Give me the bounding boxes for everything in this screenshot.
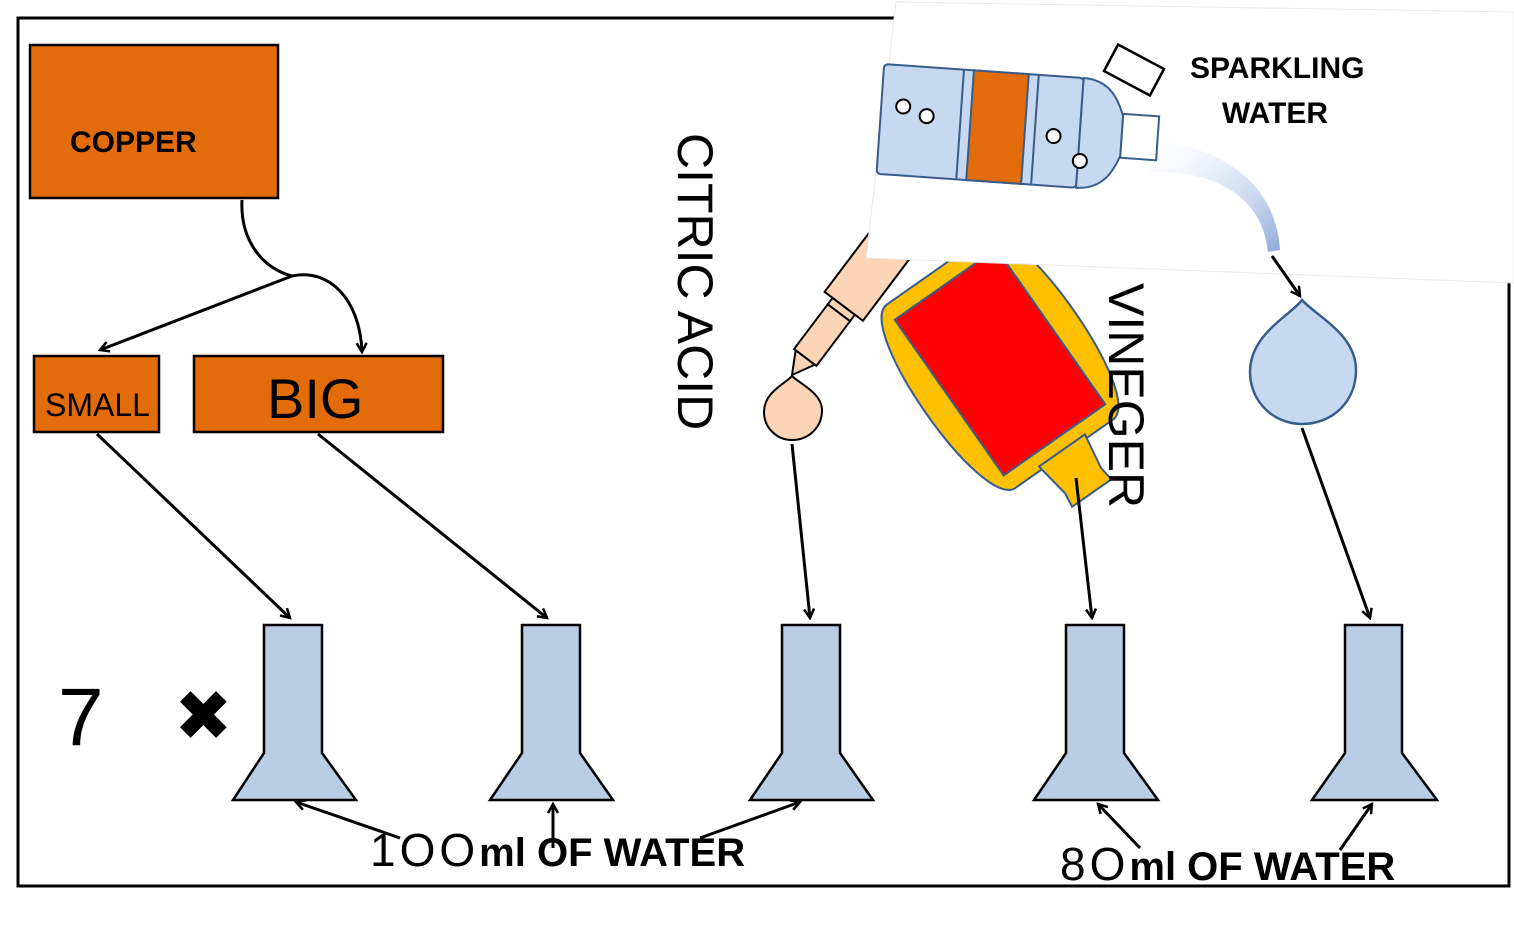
small-label: SMALL	[45, 387, 150, 423]
sparkling-water-drop	[1248, 298, 1358, 426]
arrow-100ml-to-flask-3	[699, 802, 800, 840]
flask-5	[1309, 623, 1440, 802]
sparkling-spray	[1150, 140, 1280, 252]
big-box: BIG	[192, 354, 445, 434]
arrow-80ml-to-flask-5	[1338, 804, 1372, 851]
arrow-drop-to-flask-5	[1300, 427, 1370, 618]
citric-acid-drop	[762, 374, 824, 442]
flask-2	[487, 623, 616, 802]
vinegar-bottle	[880, 233, 1120, 509]
times-icon: ✖	[174, 677, 233, 755]
big-label: BIG	[267, 367, 363, 430]
arrow-to-big	[291, 273, 362, 352]
citric-acid-dropper	[790, 198, 934, 377]
water-80ml-text: ml OF WATER	[1129, 845, 1395, 889]
water-80ml-number: 8O	[1060, 838, 1129, 890]
copper-split-connector	[240, 199, 293, 278]
arrow-small-to-flask-1	[95, 432, 290, 618]
arrow-citric-to-flask-3	[790, 443, 810, 618]
arrow-80ml-to-flask-4	[1098, 804, 1142, 850]
sparkling-label-line2: WATER	[1222, 97, 1328, 130]
water-100ml-label: 1OOml OF WATER	[370, 824, 745, 876]
small-box: SMALL	[32, 354, 161, 434]
copper-label: COPPER	[70, 126, 197, 159]
copper-box: COPPER	[28, 43, 280, 200]
flask-4	[1031, 623, 1161, 802]
arrow-spray-to-drop	[1270, 255, 1300, 296]
flask-3	[747, 623, 876, 802]
vinegar-label: VINEGER	[1098, 283, 1154, 508]
sparkling-water-bottle	[875, 63, 1161, 189]
arrow-vinegar-to-flask-4	[1074, 477, 1092, 618]
flask-1	[230, 623, 359, 802]
outer-frame	[16, 16, 1511, 888]
arrow-to-small	[100, 274, 293, 350]
water-100ml-text: ml OF WATER	[479, 831, 745, 875]
water-100ml-number: 1OO	[370, 824, 479, 876]
count-number: 7	[58, 672, 104, 763]
arrow-100ml-to-flask-1	[296, 802, 401, 840]
sparkling-water-picture	[865, 1, 1514, 284]
citric-acid-label: CITRIC ACID	[667, 133, 723, 430]
sparkling-bottle-cap	[1102, 42, 1166, 98]
arrow-big-to-flask-2	[317, 432, 547, 618]
water-80ml-label: 8Oml OF WATER	[1060, 838, 1395, 890]
sparkling-label-line1: SPARKLING	[1190, 52, 1364, 85]
